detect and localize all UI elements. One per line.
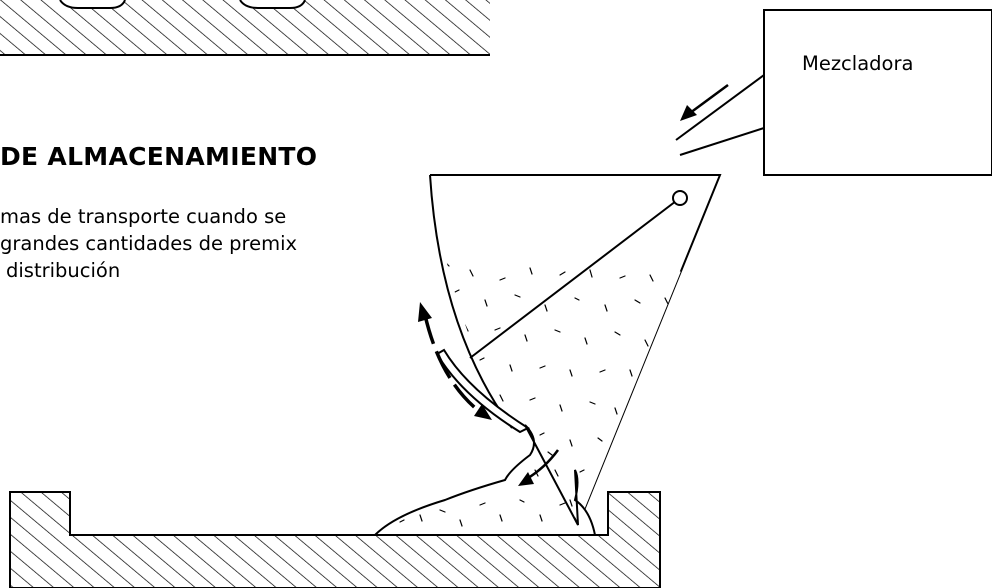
upper-floor bbox=[0, 0, 490, 56]
pivot-icon bbox=[672, 190, 688, 206]
discharge-gate bbox=[435, 348, 531, 434]
flow-arrow-icon bbox=[680, 83, 729, 121]
description-line-2: grandes cantidades de premix bbox=[0, 232, 298, 255]
description-line-3: distribución bbox=[6, 259, 121, 282]
swing-arrow-icon bbox=[418, 302, 492, 420]
gate-arm bbox=[469, 190, 688, 359]
description-line-1: mas de transporte cuando se bbox=[0, 205, 287, 228]
description-paragraph: mas de transporte cuando se grandes cant… bbox=[0, 203, 420, 284]
premix-material bbox=[432, 252, 690, 525]
section-heading: DE ALMACENAMIENTO bbox=[0, 142, 318, 171]
mixer-box bbox=[763, 9, 992, 176]
fall-arrow-icon bbox=[518, 449, 560, 486]
receiving-tray bbox=[9, 491, 661, 588]
mixer-label: Mezcladora bbox=[802, 52, 914, 75]
mixer-chute bbox=[675, 74, 765, 156]
